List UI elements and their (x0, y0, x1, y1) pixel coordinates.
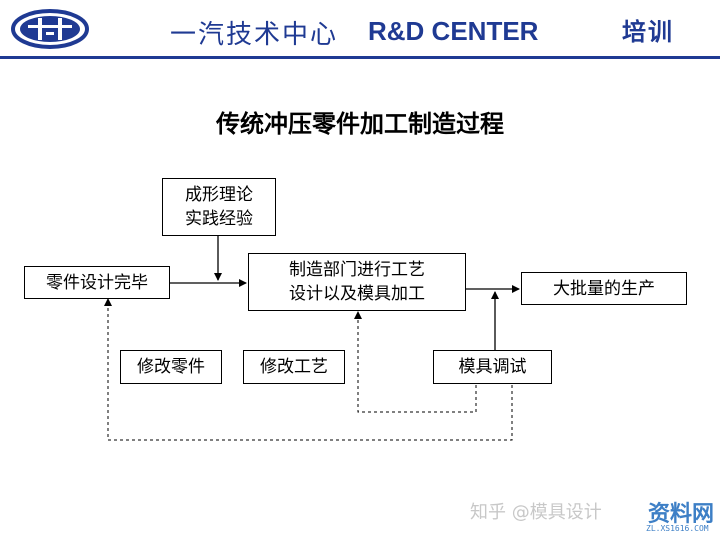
header-english-title: R&D CENTER (368, 16, 539, 46)
box-part-design-done: 零件设计完毕 (24, 266, 170, 299)
box-theory-experience: 成形理论 实践经验 (162, 178, 276, 236)
box-line: 制造部门进行工艺 (289, 260, 425, 280)
box-manufacturing: 制造部门进行工艺 设计以及模具加工 (248, 253, 466, 311)
faw-logo-icon (10, 8, 90, 54)
box-line: 修改工艺 (260, 357, 328, 377)
header-training-label: 培训 (622, 18, 674, 46)
watermark-text: 知乎 @模具设计 (470, 502, 602, 523)
watermark-url: ZL.XS1616.COM (646, 524, 709, 533)
box-line: 实践经验 (185, 209, 253, 229)
box-line: 修改零件 (137, 357, 205, 377)
page-title: 传统冲压零件加工制造过程 (216, 109, 504, 138)
header-divider (0, 56, 720, 59)
watermark-logo: 资料网 (648, 502, 715, 527)
box-line: 大批量的生产 (553, 278, 655, 299)
box-line: 零件设计完毕 (46, 272, 148, 293)
box-die-tryout: 模具调试 (433, 350, 552, 384)
box-line: 成形理论 (185, 185, 253, 205)
feedback-modify-part (104, 298, 513, 441)
header-title: 一汽技术中心 (170, 20, 339, 50)
box-line: 设计以及模具加工 (289, 284, 425, 304)
box-modify-part: 修改零件 (120, 350, 222, 384)
box-mass-production: 大批量的生产 (521, 272, 687, 305)
box-modify-process: 修改工艺 (243, 350, 345, 384)
feedback-modify-process (354, 311, 477, 413)
box-line: 模具调试 (458, 357, 527, 377)
